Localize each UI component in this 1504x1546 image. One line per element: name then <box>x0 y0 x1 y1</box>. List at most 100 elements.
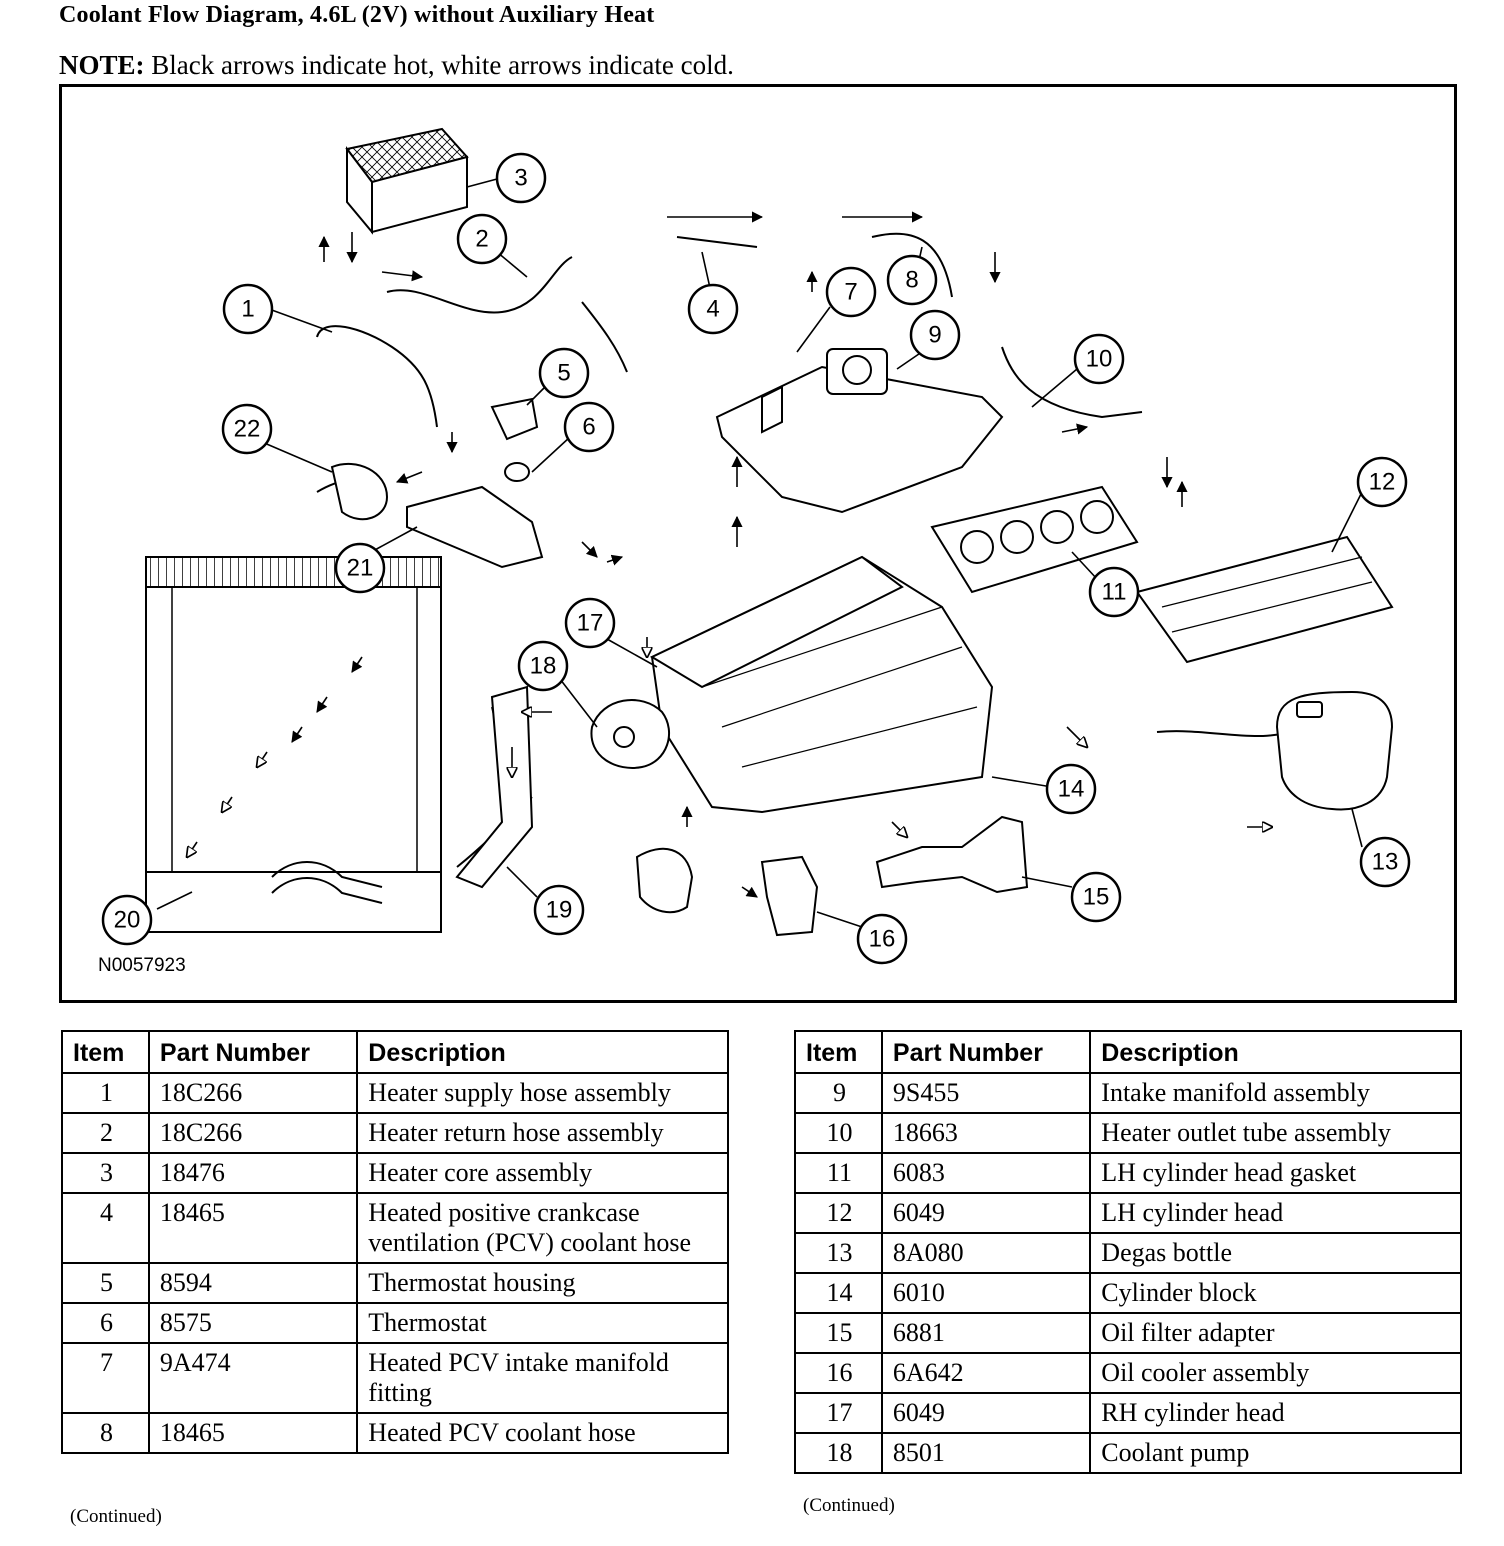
callout-13: 13 <box>1359 836 1411 888</box>
figure-id: N0057923 <box>98 955 186 976</box>
cell-item: 11 <box>794 1152 883 1194</box>
callout-4: 4 <box>687 283 739 335</box>
cell-description: Heated positive crankcase ventilation (P… <box>356 1192 729 1264</box>
callout-16-label: 16 <box>869 926 896 953</box>
cell-description: Heated PCV coolant hose <box>356 1412 729 1454</box>
note-text: Black arrows indicate hot, white arrows … <box>144 50 734 80</box>
callout-15: 15 <box>1070 871 1122 923</box>
cell-part-number: 6010 <box>880 1272 1092 1314</box>
callout-21-label: 21 <box>347 555 374 582</box>
cell-description: LH cylinder head <box>1089 1192 1462 1234</box>
callout-8-label: 8 <box>905 267 918 294</box>
callout-1: 1 <box>222 283 274 335</box>
callout-9: 9 <box>909 309 961 361</box>
table-header-row: Item Part Number Description <box>61 1030 729 1074</box>
coolant-flow-diagram: 1 2 3 4 5 6 7 8 9 10 11 12 13 14 15 16 1… <box>59 84 1457 1003</box>
cell-part-number: 18C266 <box>147 1112 359 1154</box>
column-header-part-number: Part Number <box>147 1030 359 1074</box>
callout-19: 19 <box>533 884 585 936</box>
continued-note-left: (Continued) <box>70 1506 162 1527</box>
callout-10-label: 10 <box>1086 346 1113 373</box>
cell-description: Heater core assembly <box>356 1152 729 1194</box>
callout-6: 6 <box>563 401 615 453</box>
callout-3: 3 <box>495 152 547 204</box>
table-header-row: Item Part Number Description <box>794 1030 1462 1074</box>
cylinder-block <box>649 555 994 814</box>
cell-part-number: 18476 <box>147 1152 359 1194</box>
cell-part-number: 6049 <box>880 1192 1092 1234</box>
cell-item: 18 <box>794 1432 883 1474</box>
cell-item: 10 <box>794 1112 883 1154</box>
callout-7-label: 7 <box>844 279 857 306</box>
cell-part-number: 9S455 <box>880 1072 1092 1114</box>
cell-part-number: 18465 <box>147 1412 359 1454</box>
callout-8: 8 <box>886 254 938 306</box>
callout-7: 7 <box>825 266 877 318</box>
cell-description: Heater outlet tube assembly <box>1089 1112 1462 1154</box>
callout-13-label: 13 <box>1372 849 1399 876</box>
hot-flow-lines <box>291 211 1188 898</box>
column-header-item: Item <box>794 1030 883 1074</box>
note-line: NOTE: Black arrows indicate hot, white a… <box>59 50 734 81</box>
callout-3-label: 3 <box>514 165 527 192</box>
column-header-description: Description <box>356 1030 729 1074</box>
cell-description: Heater return hose assembly <box>356 1112 729 1154</box>
callout-22-label: 22 <box>234 416 261 443</box>
callout-19-label: 19 <box>546 897 573 924</box>
cell-item: 5 <box>61 1262 150 1304</box>
diagram-drawing: 1 2 3 4 5 6 7 8 9 10 11 12 13 14 15 16 1… <box>101 127 1411 965</box>
cell-description: Oil cooler assembly <box>1089 1352 1462 1394</box>
cell-item: 15 <box>794 1312 883 1354</box>
leader-lines <box>156 178 1363 928</box>
cell-item: 14 <box>794 1272 883 1314</box>
cell-part-number: 8594 <box>147 1262 359 1304</box>
callout-4-label: 4 <box>706 296 719 323</box>
callout-22: 22 <box>221 403 273 455</box>
cell-description: Cylinder block <box>1089 1272 1462 1314</box>
cell-item: 6 <box>61 1302 150 1344</box>
callout-10: 10 <box>1073 333 1125 385</box>
callout-2: 2 <box>456 213 508 265</box>
callout-1-label: 1 <box>241 296 254 323</box>
cell-part-number: 6049 <box>880 1392 1092 1434</box>
cell-item: 17 <box>794 1392 883 1434</box>
callout-20-label: 20 <box>114 907 141 934</box>
callout-17: 17 <box>564 597 616 649</box>
callout-17-label: 17 <box>577 610 604 637</box>
callout-5-label: 5 <box>557 360 570 387</box>
cell-description: Heated PCV intake manifold fitting <box>356 1342 729 1414</box>
cell-description: Degas bottle <box>1089 1232 1462 1274</box>
coolant-pump <box>590 699 671 769</box>
callout-12: 12 <box>1356 456 1408 508</box>
note-label: NOTE: <box>59 50 145 80</box>
callout-15-label: 15 <box>1083 884 1110 911</box>
cell-part-number: 8575 <box>147 1302 359 1344</box>
callout-11: 11 <box>1088 566 1140 618</box>
cell-part-number: 6881 <box>880 1312 1092 1354</box>
oil-components <box>635 815 1029 937</box>
cell-description: Heater supply hose assembly <box>356 1072 729 1114</box>
cell-part-number: 6083 <box>880 1152 1092 1194</box>
degas-bottle <box>1275 690 1394 811</box>
callout-14: 14 <box>1045 763 1097 815</box>
cell-item: 13 <box>794 1232 883 1274</box>
cell-description: Thermostat housing <box>356 1262 729 1304</box>
cell-part-number: 8A080 <box>880 1232 1092 1274</box>
cell-item: 16 <box>794 1352 883 1394</box>
